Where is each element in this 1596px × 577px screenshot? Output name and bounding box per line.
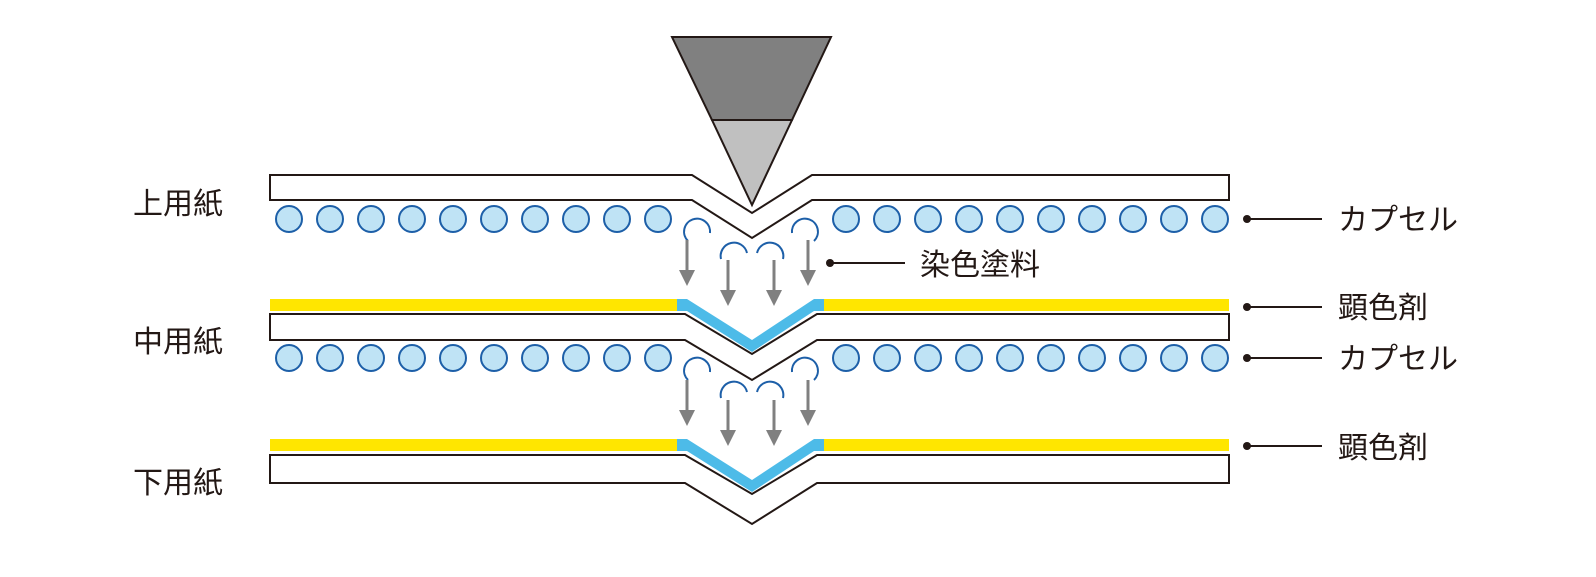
broken-capsule <box>790 356 819 381</box>
leader-dye <box>826 259 905 267</box>
capsule <box>275 344 303 372</box>
capsule <box>1037 205 1065 233</box>
broken-capsule <box>719 380 748 399</box>
capsule <box>357 205 385 233</box>
capsule <box>1119 344 1147 372</box>
broken-capsule <box>756 380 785 399</box>
bottom-paper-label: 下用紙 <box>133 466 223 501</box>
capsule <box>1160 205 1188 233</box>
developer-layer-2 <box>270 439 1229 492</box>
capsule <box>644 205 672 233</box>
capsule <box>398 344 426 372</box>
capsule <box>562 205 590 233</box>
capsule <box>480 344 508 372</box>
broken-capsule <box>790 217 819 242</box>
capsule <box>873 205 901 233</box>
capsule <box>480 205 508 233</box>
capsule <box>1160 344 1188 372</box>
leader-capsule-2 <box>1243 354 1322 362</box>
capsule <box>521 205 549 233</box>
capsule <box>439 205 467 233</box>
arrow-down-icon <box>679 240 695 286</box>
capsule <box>832 344 860 372</box>
bottom-paper-sheet <box>269 454 1230 526</box>
capsule <box>316 344 344 372</box>
arrow-down-icon <box>766 260 782 306</box>
capsule <box>275 205 303 233</box>
arrow-down-icon <box>766 400 782 446</box>
capsule-layer-2 <box>275 344 1229 399</box>
broken-capsule <box>756 241 785 260</box>
capsule <box>955 205 983 233</box>
developer-label-1: 顕色剤 <box>1338 291 1428 326</box>
capsule <box>1119 205 1147 233</box>
broken-capsule <box>683 356 712 381</box>
capsule <box>1037 344 1065 372</box>
capsule <box>439 344 467 372</box>
arrow-down-icon <box>720 400 736 446</box>
broken-capsule <box>683 217 712 242</box>
capsule <box>603 205 631 233</box>
broken-capsule <box>719 241 748 260</box>
arrow-down-icon <box>800 380 816 426</box>
capsule <box>521 344 549 372</box>
capsule <box>955 344 983 372</box>
arrow-down-icon <box>800 240 816 286</box>
developer-label-2: 顕色剤 <box>1338 431 1428 466</box>
capsule <box>914 344 942 372</box>
top-paper-sheet <box>269 174 1230 240</box>
dye-flow-arrows-2 <box>679 380 816 446</box>
developer-layer-1 <box>270 299 1229 352</box>
capsule <box>562 344 590 372</box>
capsule <box>357 344 385 372</box>
capsule-label-2: カプセル <box>1338 342 1458 377</box>
leader-developer-2 <box>1243 442 1322 450</box>
capsule <box>316 205 344 233</box>
capsule <box>1078 344 1106 372</box>
capsule <box>1078 205 1106 233</box>
capsule <box>996 344 1024 372</box>
capsule <box>873 344 901 372</box>
middle-paper-label: 中用紙 <box>133 325 223 360</box>
capsule-label-1: カプセル <box>1338 203 1458 238</box>
capsule <box>398 205 426 233</box>
middle-paper-sheet <box>269 313 1230 382</box>
capsule <box>644 344 672 372</box>
capsule <box>603 344 631 372</box>
leader-developer-1 <box>1243 303 1322 311</box>
capsule <box>1201 205 1229 233</box>
capsule <box>1201 344 1229 372</box>
capsule <box>914 205 942 233</box>
leader-capsule-1 <box>1243 215 1322 223</box>
pen-tip-icon <box>670 36 833 208</box>
arrow-down-icon <box>720 260 736 306</box>
capsule-layer-1 <box>275 205 1229 260</box>
capsule <box>996 205 1024 233</box>
capsule <box>832 205 860 233</box>
dye-label: 染色塗料 <box>920 248 1040 283</box>
top-paper-label: 上用紙 <box>133 187 223 222</box>
dye-flow-arrows-1 <box>679 240 816 306</box>
arrow-down-icon <box>679 380 695 426</box>
